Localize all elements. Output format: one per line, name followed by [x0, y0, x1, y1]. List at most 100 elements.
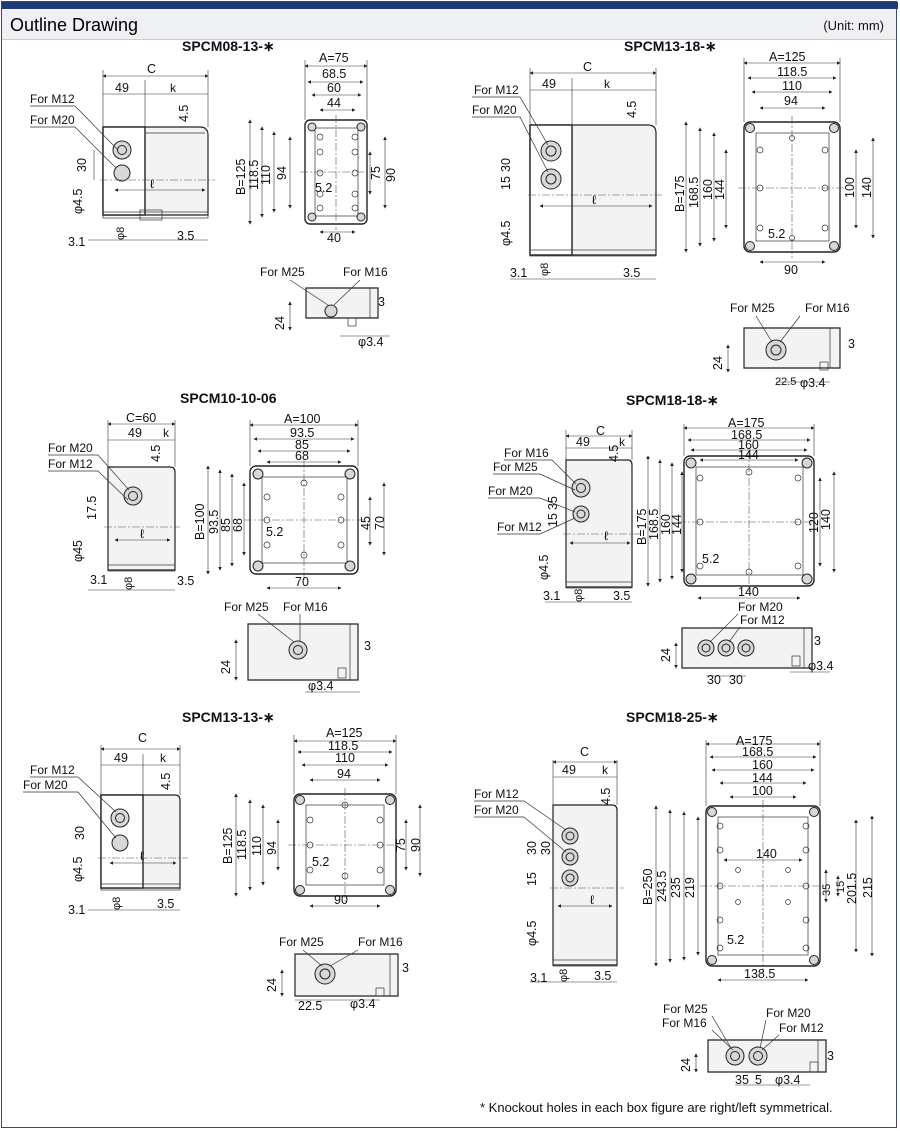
callout-m12: For M12 — [474, 787, 519, 801]
dim-label: φ8 — [115, 227, 127, 240]
dim-label: 4.5 — [177, 105, 191, 122]
dim-label: A=175 — [736, 734, 773, 748]
dim-label: φ8 — [111, 897, 123, 910]
dim-label: 100 — [752, 784, 773, 798]
dim-label: 144 — [713, 179, 727, 200]
dim-label: 30 — [707, 673, 721, 687]
dim-label: 144 — [752, 771, 773, 785]
figure-spcm10-10-06: C=60 49 k 4.5 ℓ 17.5 φ45 φ8 3.1 3.5 For … — [48, 411, 387, 693]
dim-label: 110 — [259, 165, 273, 185]
callout-m25: For M25 — [663, 1002, 708, 1016]
dim-label: 93.5 — [207, 510, 221, 534]
dim-label: 3 — [364, 639, 371, 653]
dim-label: 30 — [539, 841, 553, 855]
callout-m12: For M12 — [30, 763, 75, 777]
side-view — [510, 68, 664, 280]
dim-label: 140 — [860, 177, 874, 198]
dim-label: 235 — [669, 877, 683, 898]
dim-label: 160 — [701, 179, 715, 200]
dim-label: 49 — [542, 77, 556, 91]
dim-label: 30 — [729, 673, 743, 687]
header: Outline Drawing (Unit: mm) — [2, 9, 896, 40]
dim-label: 5.2 — [702, 552, 719, 566]
callout-m20: For M20 — [738, 600, 783, 614]
dim-label: A=125 — [769, 50, 806, 64]
dim-label: 168.5 — [731, 428, 762, 442]
dim-label: 243.5 — [655, 871, 669, 902]
dim-label: k — [163, 426, 170, 440]
figure-spcm08-13: C 49 k 4.5 ℓ 30 φ4.5 φ8 3.1 3.5 For M12 … — [30, 51, 398, 349]
dim-label: 24 — [711, 356, 725, 370]
dim-label: 15 — [546, 513, 560, 527]
callout-m25: For M25 — [224, 600, 269, 614]
callout-m12: For M12 — [740, 613, 785, 627]
dim-label: φ8 — [539, 263, 551, 276]
dim-label: 40 — [327, 231, 341, 245]
dim-label: 3.5 — [623, 266, 640, 280]
front-view — [646, 424, 836, 600]
dim-label: 5 — [755, 1073, 762, 1087]
dim-label: k — [170, 81, 177, 95]
dim-label: k — [602, 763, 609, 777]
dim-label: 3.1 — [68, 903, 85, 917]
front-view — [206, 420, 386, 590]
dim-label: 94 — [337, 767, 351, 781]
dim-label: 4.5 — [159, 773, 173, 790]
dim-label: φ3.4 — [350, 997, 376, 1011]
dim-label: 30 — [73, 826, 87, 840]
dim-label: 118.5 — [777, 65, 807, 79]
dim-label: 5.2 — [727, 933, 744, 947]
side-view — [88, 420, 180, 591]
callout-m12: For M12 — [48, 457, 93, 471]
callout-m20: For M20 — [766, 1006, 811, 1020]
callout-m12: For M12 — [474, 83, 519, 97]
dim-label: 144 — [670, 514, 684, 535]
front-view — [684, 58, 875, 264]
dim-label: A=175 — [728, 416, 765, 430]
dim-label: 30 — [525, 841, 539, 855]
callout-m16: For M16 — [283, 600, 328, 614]
dim-label: 22.5 — [775, 376, 796, 388]
dim-label: 49 — [115, 81, 129, 95]
dim-label: A=100 — [284, 412, 321, 426]
dim-label: 4.5 — [625, 101, 639, 118]
dim-label: 30 — [499, 158, 513, 172]
dim-label: 110 — [250, 836, 264, 856]
bottom-view — [288, 287, 390, 337]
dim-label: φ3.4 — [808, 659, 834, 673]
callout-m20: For M20 — [474, 803, 519, 817]
dim-label: 100 — [843, 177, 857, 198]
callout-m20: For M20 — [48, 441, 93, 455]
dim-label: A=75 — [319, 51, 349, 65]
dim-label: 49 — [562, 763, 576, 777]
dim-label: 3 — [827, 1049, 834, 1063]
dim-label: k — [604, 77, 611, 91]
dim-label: 70 — [373, 516, 387, 530]
callout-m25: For M25 — [730, 301, 775, 315]
dim-label: 160 — [659, 514, 673, 535]
dim-label: 4.5 — [599, 788, 613, 805]
dim-label: C — [580, 745, 589, 759]
dim-label: 3.1 — [68, 235, 85, 249]
dim-label: 60 — [327, 81, 341, 95]
dim-label: k — [160, 751, 167, 765]
callout-m12: For M12 — [30, 92, 75, 106]
dim-label: 3.5 — [157, 897, 174, 911]
dim-label: 4.5 — [149, 445, 163, 462]
dim-label: 118.5 — [247, 160, 261, 190]
model-title: SPCM13-18-∗ — [624, 38, 717, 54]
dim-label: C — [147, 62, 156, 76]
dim-label: 3.5 — [177, 229, 194, 243]
dim-label: 15 — [835, 881, 847, 893]
dim-label: 140 — [738, 585, 759, 599]
dim-label: 3 — [814, 634, 821, 648]
dim-label: 94 — [784, 94, 798, 108]
dim-label: φ4.5 — [71, 188, 85, 214]
dim-label: 110 — [782, 79, 802, 93]
front-view — [248, 60, 387, 234]
dim-label: φ4.5 — [71, 856, 85, 882]
dim-label: 168.5 — [647, 509, 661, 540]
callout-m12: For M12 — [779, 1021, 824, 1035]
dim-label: C — [138, 731, 147, 745]
